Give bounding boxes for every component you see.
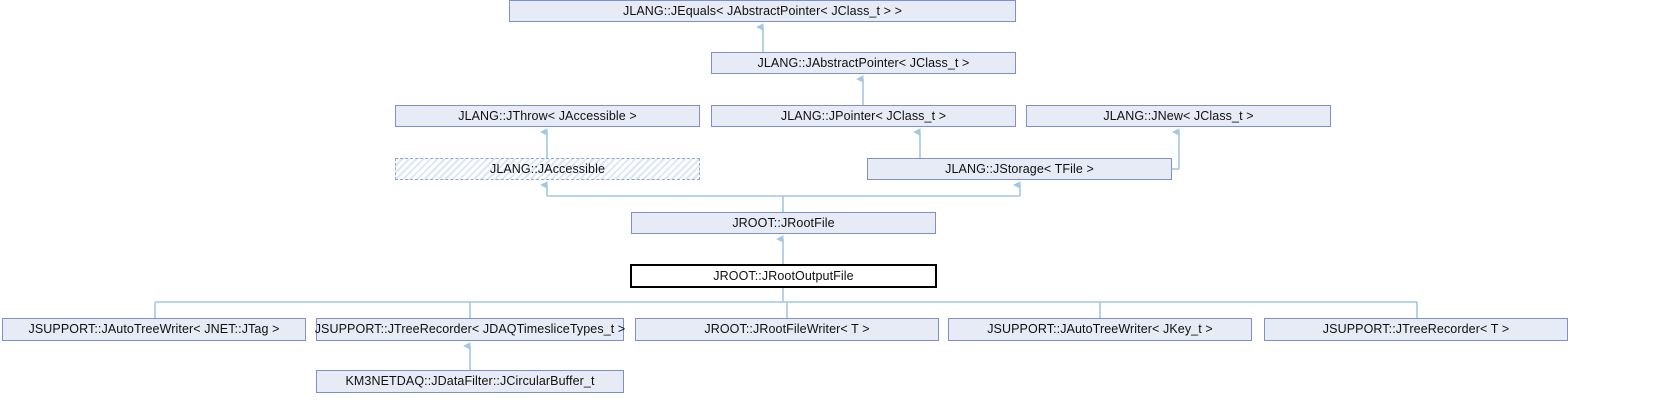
node-jtreerecorder-jdaq[interactable]: JSUPPORT::JTreeRecorder< JDAQTimesliceTy…	[315, 318, 625, 341]
node-jpointer[interactable]: JLANG::JPointer< JClass_t >	[711, 105, 1016, 127]
node-label: JSUPPORT::JTreeRecorder< T >	[1322, 322, 1510, 337]
node-jrootfile[interactable]: JROOT::JRootFile	[631, 212, 936, 234]
node-jrootfilewriter[interactable]: JROOT::JRootFileWriter< T >	[635, 318, 939, 341]
node-jcircularbuffer[interactable]: KM3NETDAQ::JDataFilter::JCircularBuffer_…	[316, 370, 624, 393]
node-label: JLANG::JNew< JClass_t >	[1103, 108, 1254, 123]
node-label: JROOT::JRootFileWriter< T >	[704, 322, 870, 337]
node-label: JLANG::JThrow< JAccessible >	[458, 108, 637, 123]
node-label: JROOT::JRootOutputFile	[713, 268, 854, 283]
node-jrootoutputfile[interactable]: JROOT::JRootOutputFile	[630, 264, 937, 288]
node-jtreerecorder-t[interactable]: JSUPPORT::JTreeRecorder< T >	[1264, 318, 1568, 341]
node-label: JROOT::JRootFile	[732, 215, 835, 230]
node-jautotreewriter-jkey[interactable]: JSUPPORT::JAutoTreeWriter< JKey_t >	[948, 318, 1252, 341]
node-jaccessible[interactable]: JLANG::JAccessible	[395, 158, 700, 180]
node-jabstractpointer[interactable]: JLANG::JAbstractPointer< JClass_t >	[711, 52, 1016, 74]
node-label: JLANG::JPointer< JClass_t >	[780, 108, 947, 123]
node-jthrow[interactable]: JLANG::JThrow< JAccessible >	[395, 105, 700, 127]
node-jstorage[interactable]: JLANG::JStorage< TFile >	[867, 158, 1172, 180]
node-label: JSUPPORT::JAutoTreeWriter< JNET::JTag >	[28, 322, 280, 337]
node-label: KM3NETDAQ::JDataFilter::JCircularBuffer_…	[345, 374, 595, 389]
node-label: JLANG::JEquals< JAbstractPointer< JClass…	[622, 3, 903, 18]
node-jautotreewriter-jtag[interactable]: JSUPPORT::JAutoTreeWriter< JNET::JTag >	[2, 318, 306, 341]
node-jnew[interactable]: JLANG::JNew< JClass_t >	[1026, 105, 1331, 127]
node-label: JLANG::JAbstractPointer< JClass_t >	[757, 55, 970, 70]
node-label: JSUPPORT::JTreeRecorder< JDAQTimesliceTy…	[314, 322, 626, 337]
node-label: JSUPPORT::JAutoTreeWriter< JKey_t >	[987, 322, 1213, 337]
node-jequals[interactable]: JLANG::JEquals< JAbstractPointer< JClass…	[509, 0, 1016, 22]
node-label: JLANG::JAccessible	[489, 161, 606, 176]
node-label: JLANG::JStorage< TFile >	[945, 161, 1094, 176]
